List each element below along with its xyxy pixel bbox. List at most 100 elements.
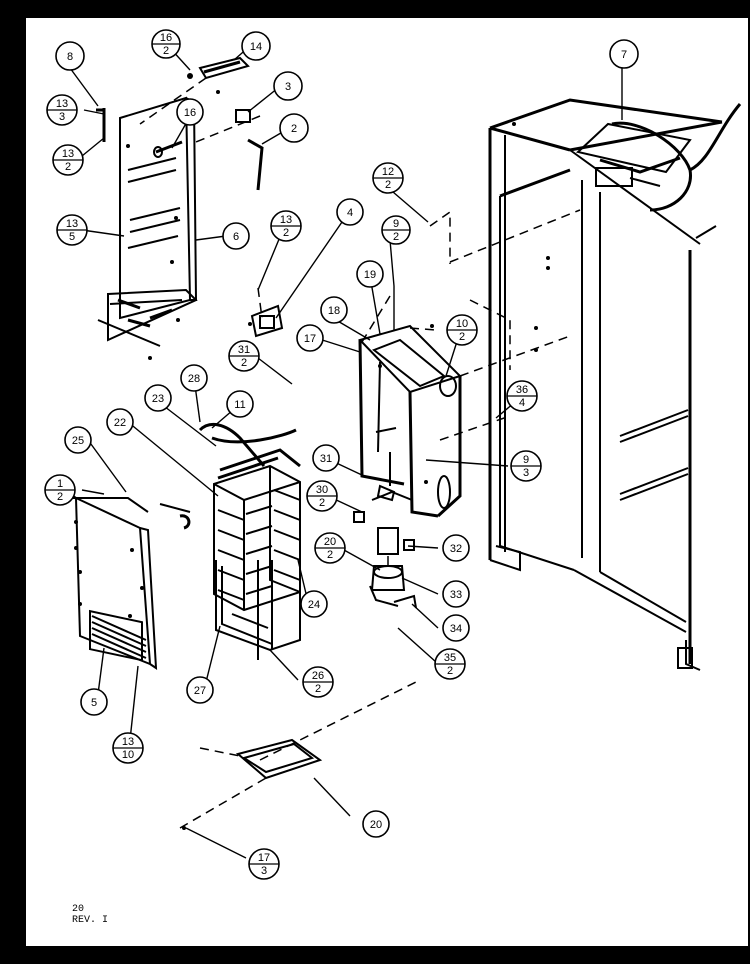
- svg-text:26: 26: [312, 670, 324, 682]
- svg-text:11: 11: [234, 399, 245, 411]
- svg-text:6: 6: [233, 231, 239, 243]
- svg-text:34: 34: [450, 623, 462, 635]
- svg-text:19: 19: [364, 269, 376, 281]
- svg-text:2: 2: [447, 665, 453, 677]
- svg-text:20: 20: [370, 819, 382, 831]
- svg-text:31: 31: [238, 344, 250, 356]
- svg-text:2: 2: [319, 497, 325, 509]
- svg-text:35: 35: [444, 652, 456, 664]
- svg-text:10: 10: [456, 318, 468, 330]
- svg-text:2: 2: [315, 683, 321, 695]
- svg-text:18: 18: [328, 305, 340, 317]
- svg-text:2: 2: [385, 179, 391, 191]
- svg-text:22: 22: [114, 417, 126, 429]
- callout-c16: 16: [176, 98, 204, 126]
- svg-text:3: 3: [59, 111, 65, 123]
- svg-text:24: 24: [308, 599, 320, 611]
- svg-text:23: 23: [152, 393, 164, 405]
- callout-c12_2: 122: [372, 162, 404, 194]
- revision-label: REV. I: [72, 915, 109, 926]
- svg-text:33: 33: [450, 589, 462, 601]
- callout-c13_5: 135: [56, 214, 88, 246]
- svg-text:4: 4: [519, 397, 525, 409]
- revision-note: 20 REV. I: [72, 904, 108, 926]
- svg-text:13: 13: [122, 736, 134, 748]
- svg-text:30: 30: [316, 484, 328, 496]
- svg-text:4: 4: [347, 207, 353, 219]
- svg-text:20: 20: [324, 536, 336, 548]
- callout-c36_4: 364: [506, 380, 538, 412]
- svg-text:10: 10: [122, 749, 134, 761]
- svg-text:13: 13: [66, 218, 78, 230]
- svg-text:3: 3: [261, 865, 267, 877]
- callout-c3: 3: [273, 71, 303, 101]
- callout-c13_3: 133: [46, 94, 78, 126]
- svg-text:17: 17: [258, 852, 270, 864]
- callout-c5: 5: [80, 688, 108, 716]
- callout-c22: 22: [106, 408, 134, 436]
- callout-c26_2: 262: [302, 666, 334, 698]
- page-number: 20: [72, 904, 85, 915]
- svg-text:9: 9: [393, 218, 399, 230]
- svg-text:28: 28: [188, 373, 200, 385]
- callout-c6: 6: [222, 222, 250, 250]
- svg-text:3: 3: [523, 467, 529, 479]
- svg-text:17: 17: [304, 333, 316, 345]
- svg-text:13: 13: [62, 148, 74, 160]
- callout-c10_2: 102: [446, 314, 478, 346]
- svg-text:2: 2: [163, 45, 169, 57]
- callout-c13_2a: 132: [52, 144, 84, 176]
- svg-text:32: 32: [450, 543, 462, 555]
- callout-c23: 23: [144, 384, 172, 412]
- callout-c28: 28: [180, 364, 208, 392]
- svg-text:25: 25: [72, 435, 84, 447]
- svg-text:1: 1: [57, 478, 63, 490]
- svg-text:7: 7: [621, 49, 627, 61]
- callout-c4: 4: [336, 198, 364, 226]
- svg-text:31: 31: [320, 453, 332, 465]
- svg-text:5: 5: [91, 697, 97, 709]
- callout-c2: 2: [279, 113, 309, 143]
- callout-c9_3: 93: [510, 450, 542, 482]
- callout-c17_3: 173: [248, 848, 280, 880]
- svg-text:13: 13: [56, 98, 68, 110]
- callout-c17: 17: [296, 324, 324, 352]
- callout-c13_2b: 132: [270, 210, 302, 242]
- svg-text:2: 2: [241, 357, 247, 369]
- callout-c25: 25: [64, 426, 92, 454]
- svg-text:16: 16: [160, 32, 172, 44]
- svg-text:36: 36: [516, 384, 528, 396]
- callout-c31: 31: [312, 444, 340, 472]
- callout-c7: 7: [609, 39, 639, 69]
- callout-c16_2: 162: [151, 29, 181, 59]
- svg-text:3: 3: [285, 81, 291, 93]
- svg-text:5: 5: [69, 231, 75, 243]
- svg-text:2: 2: [327, 549, 333, 561]
- evaporator-housing: [358, 209, 581, 518]
- callout-c20: 20: [362, 810, 390, 838]
- callout-c8: 8: [55, 41, 85, 71]
- svg-text:14: 14: [250, 41, 262, 53]
- evaporator-cover-panel: [69, 493, 191, 670]
- svg-text:9: 9: [523, 454, 529, 466]
- svg-text:8: 8: [67, 51, 73, 63]
- svg-text:2: 2: [291, 123, 297, 135]
- callout-c32: 32: [442, 534, 470, 562]
- svg-text:2: 2: [57, 491, 63, 503]
- leader-lines: [69, 45, 623, 859]
- bracket-assembly: [248, 287, 284, 338]
- callout-c34: 34: [442, 614, 470, 642]
- svg-text:2: 2: [65, 161, 71, 173]
- upper-evaporator-cover: [96, 56, 264, 360]
- callout-c27: 27: [186, 676, 214, 704]
- svg-text:2: 2: [283, 227, 289, 239]
- callout-c20_2: 202: [314, 532, 346, 564]
- svg-text:2: 2: [393, 231, 399, 243]
- callout-c11: 11: [226, 390, 254, 418]
- svg-text:12: 12: [382, 166, 394, 178]
- callout-c31_2: 312: [228, 340, 260, 372]
- drain-trough: [179, 679, 421, 830]
- fan-motor-assembly: [353, 484, 417, 609]
